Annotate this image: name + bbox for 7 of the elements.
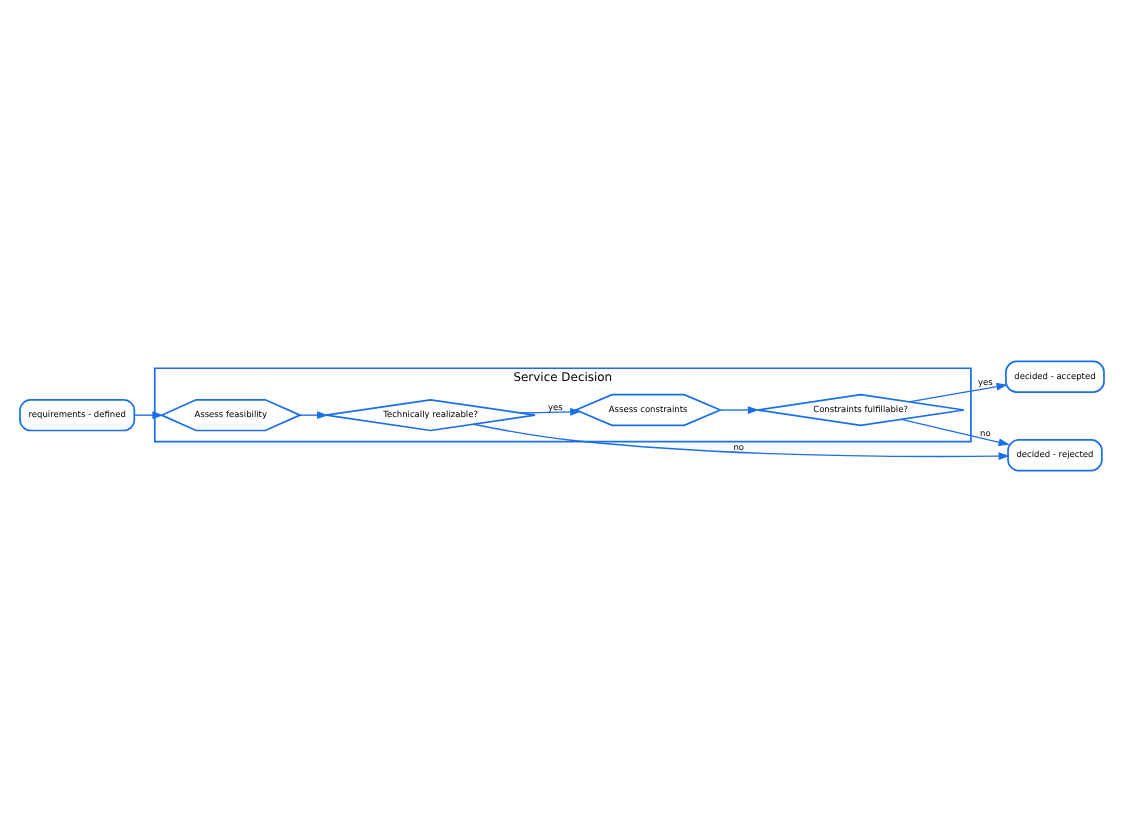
arrow: [520, 407, 582, 416]
arrow: [908, 382, 1008, 403]
arrow: [900, 418, 1010, 447]
arrow: [133, 411, 164, 420]
arrow: [472, 423, 1010, 461]
arrow: [299, 411, 329, 420]
arrow: [719, 406, 760, 414]
